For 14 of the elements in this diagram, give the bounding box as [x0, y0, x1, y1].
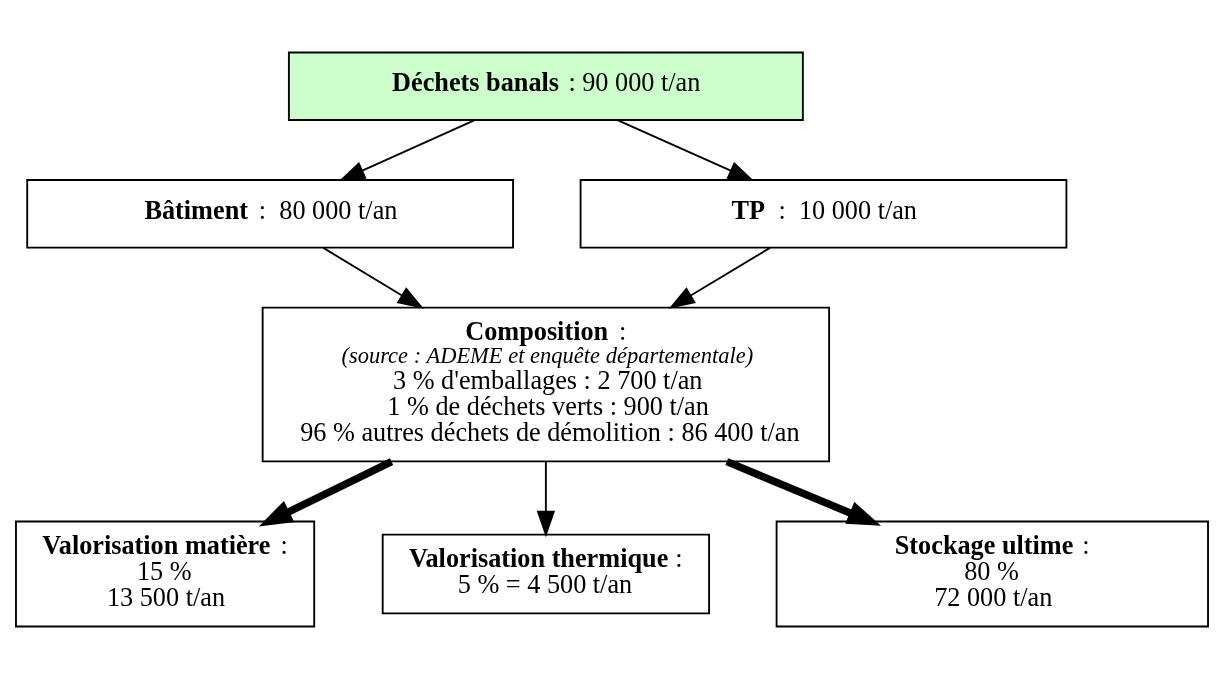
- arrow: [668, 246, 771, 309]
- arrow: [322, 246, 424, 309]
- node-box: Stockage ultime : 80 % 72 000 t/an: [775, 520, 1209, 628]
- arrow: [258, 458, 394, 527]
- arrow: [617, 119, 755, 182]
- node-box: Composition : (source : ADEME et enquête départementale) 3 % d'emballages : 2 700 t/an 1 % de déchets verts : 900 t/an 96 % autres déchets de démolition : 86 400 t/an: [261, 306, 831, 463]
- node-box: Valorisation thermique : 5 % = 4 500 t/an: [381, 533, 710, 615]
- node-box: Déchets banals : 90 000 t/an: [287, 51, 804, 121]
- node-box: Bâtiment : 80 000 t/an: [26, 179, 514, 249]
- node-box: Valorisation matière : 15 % 13 500 t/an: [15, 520, 316, 628]
- arrow: [725, 458, 882, 526]
- arrow: [536, 461, 556, 538]
- arrow: [338, 119, 476, 182]
- node-box: TP : 10 000 t/an: [579, 179, 1068, 249]
